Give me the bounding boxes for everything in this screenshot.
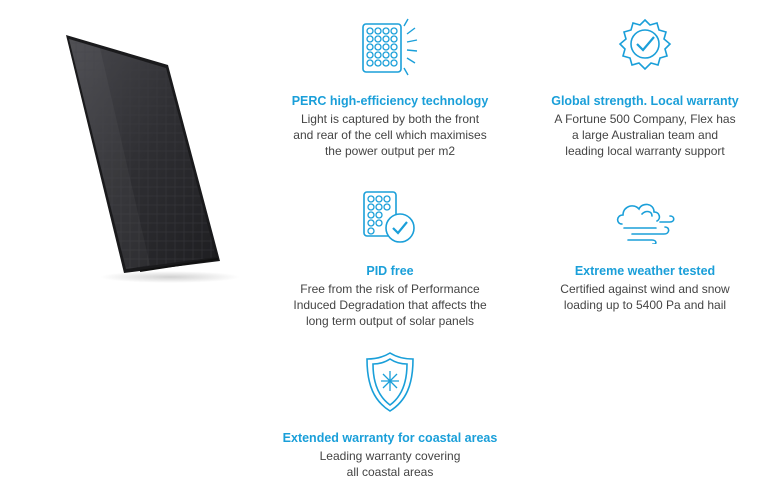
feature-perc: PERC high-efficiency technology Light is…: [255, 10, 525, 170]
perc-cell-icon: [357, 14, 423, 85]
weather-cloud-wind-icon: [612, 194, 678, 249]
pid-free-icon: [358, 188, 422, 257]
feature-title: Extreme weather tested: [574, 264, 716, 278]
feature-title: Global strength. Local warranty: [551, 94, 739, 108]
feature-weather: Extreme weather tested Certified against…: [530, 180, 760, 340]
feature-description: Free from the risk of Performance Induce…: [293, 282, 487, 328]
feature-title: PERC high-efficiency technology: [291, 94, 489, 108]
feature-description: Light is captured by both the front and …: [293, 112, 487, 158]
coastal-shield-icon: [362, 349, 418, 420]
feature-description: A Fortune 500 Company, Flex has a large …: [554, 112, 736, 158]
solar-panel-image: [40, 25, 250, 285]
feature-pid-free: PID free Free from the risk of Performan…: [255, 180, 525, 340]
feature-coastal: Extended warranty for coastal areas Lead…: [255, 345, 525, 495]
warranty-badge-icon: [614, 16, 676, 83]
feature-title: PID free: [366, 264, 414, 278]
feature-warranty: Global strength. Local warranty A Fortun…: [530, 10, 760, 170]
feature-title: Extended warranty for coastal areas: [282, 431, 498, 445]
feature-description: Certified against wind and snow loading …: [560, 282, 730, 312]
feature-description: Leading warranty covering all coastal ar…: [319, 449, 461, 479]
